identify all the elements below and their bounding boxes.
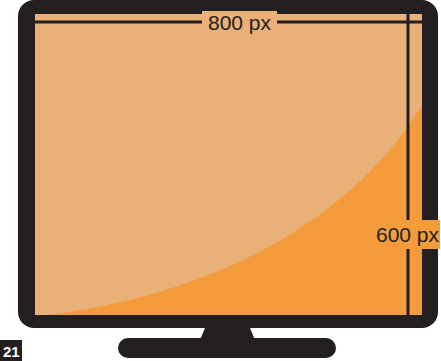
dimension-label: 600 px [375, 220, 440, 249]
callout-number: 21 [3, 344, 20, 359]
callout-box [0, 340, 22, 361]
height-dimension-line [407, 14, 410, 315]
screen [35, 14, 422, 315]
dimension-label: 800 px [202, 11, 277, 34]
monitor-frame [18, 0, 438, 328]
screen-glare [45, 105, 422, 315]
monitor-base [118, 338, 336, 358]
